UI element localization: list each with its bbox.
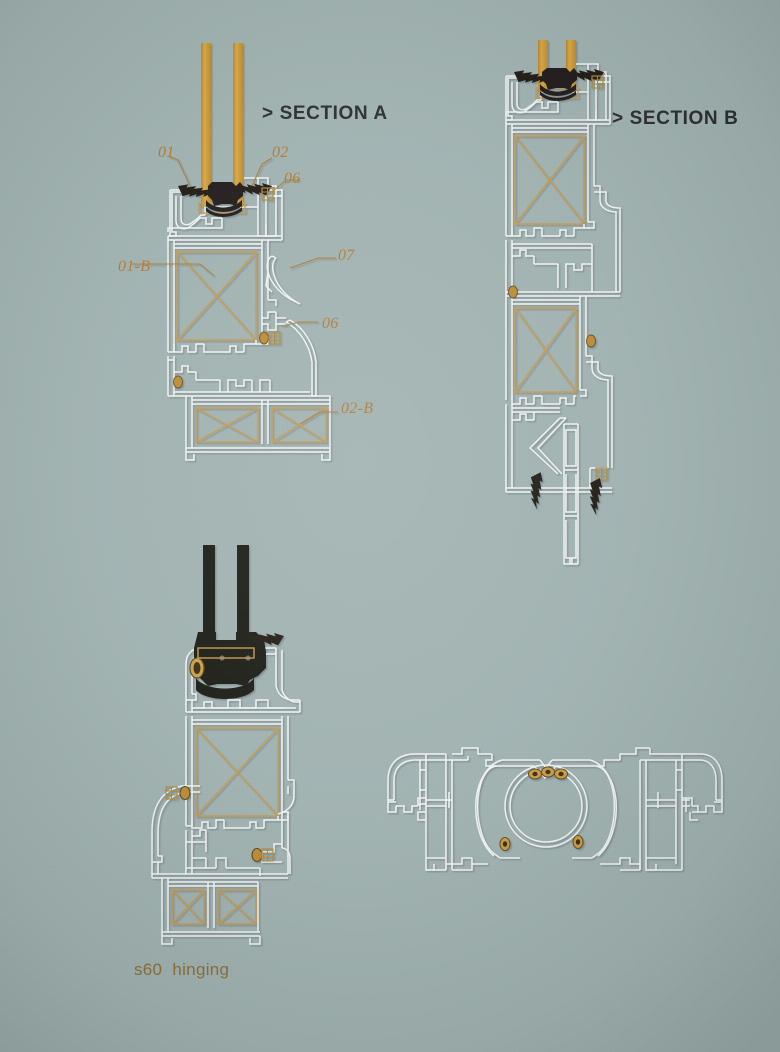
hinging-thermal-break-1 <box>165 785 191 801</box>
section-b-thermal-break-3 <box>595 467 608 481</box>
hinging-pivot <box>189 657 205 679</box>
section-a-profile <box>132 43 338 461</box>
horizontal-profile <box>387 747 723 871</box>
section-b-profile <box>505 40 621 565</box>
hinging-gasket <box>194 545 266 699</box>
s60-hinging-profile <box>151 545 301 945</box>
section-a-thermal-break-lower <box>173 375 183 389</box>
section-b-thermal-break-1 <box>508 285 518 299</box>
hinging-thermal-break-2 <box>251 847 274 863</box>
section-b-thermal-break-2 <box>586 334 596 348</box>
section-a-thermal-break-mid <box>259 331 281 345</box>
